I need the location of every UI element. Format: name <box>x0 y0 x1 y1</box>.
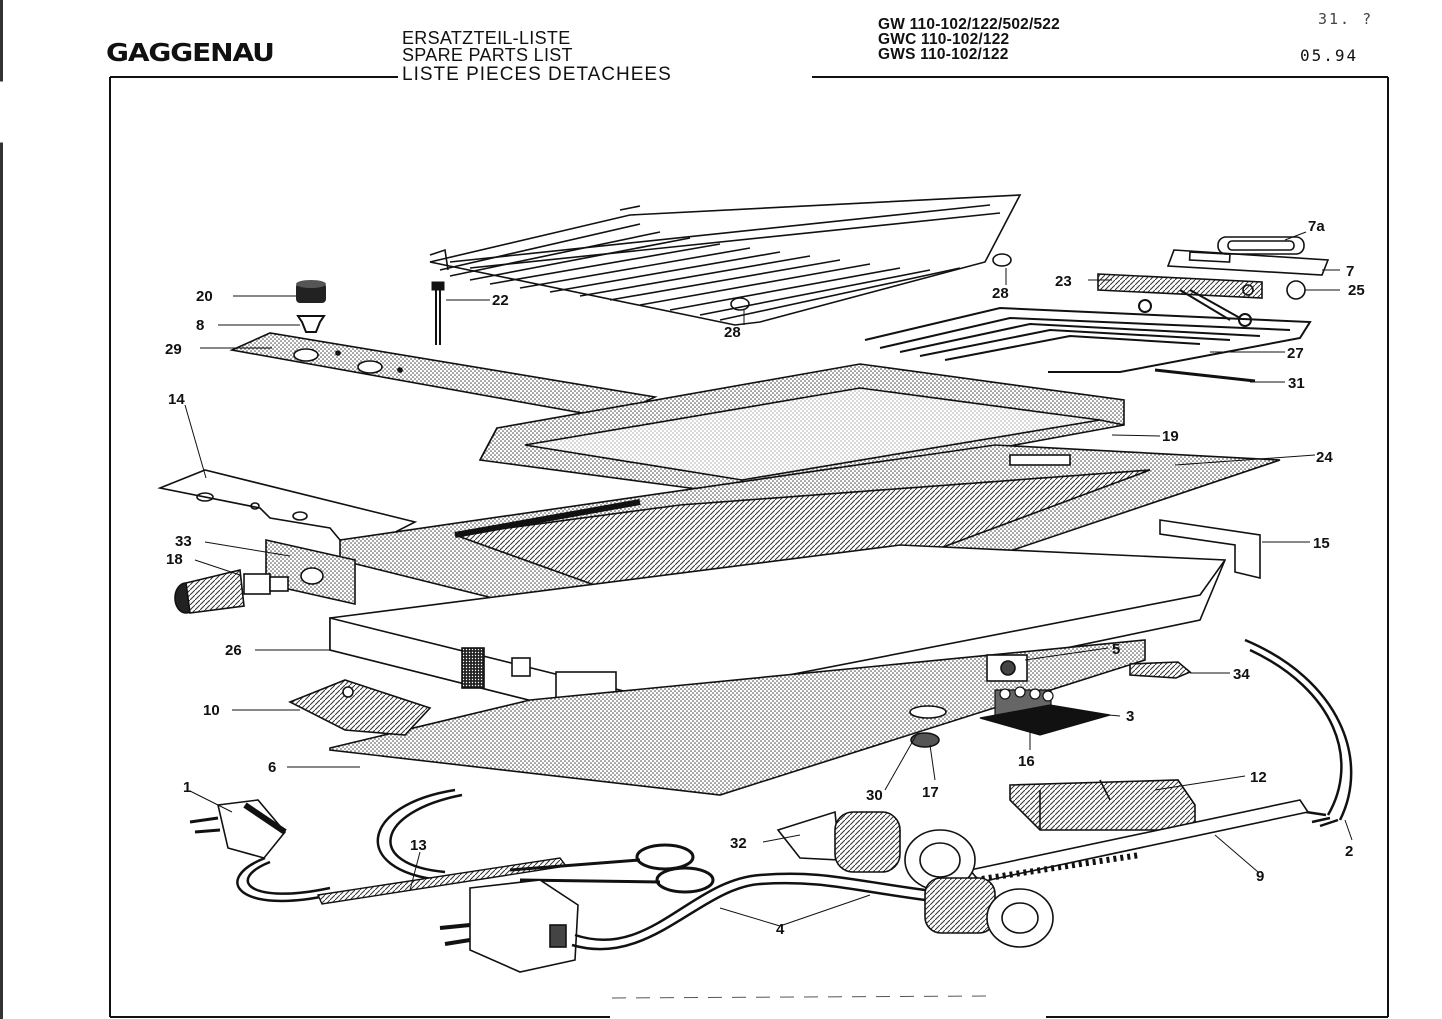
callout-28-top: 28 <box>992 285 1009 302</box>
scissors-handles <box>509 843 715 894</box>
callout-34: 34 <box>1233 666 1250 683</box>
terminal-cover <box>1009 779 1196 831</box>
coupler-socket <box>776 810 976 891</box>
gas-connector <box>174 569 289 614</box>
adapter-cable <box>571 872 926 951</box>
heater-cover-parts <box>1097 236 1330 300</box>
callout-10: 10 <box>203 702 220 719</box>
callout-25: 25 <box>1348 282 1365 299</box>
callout-30: 30 <box>866 787 883 804</box>
callout-20: 20 <box>196 288 213 305</box>
callout-16: 16 <box>1018 753 1035 770</box>
thermostat-probe <box>431 281 445 345</box>
grommet <box>910 732 940 748</box>
callout-32: 32 <box>730 835 747 852</box>
mounting-bracket-left <box>157 469 418 546</box>
callout-1: 1 <box>183 779 191 796</box>
sensor-rod <box>1154 368 1256 383</box>
power-cable <box>1244 638 1353 828</box>
callout-31: 31 <box>1288 375 1305 392</box>
brand-logo: GAGGENAU <box>106 38 275 67</box>
callout-24: 24 <box>1316 449 1333 466</box>
terminal-block <box>979 686 1111 736</box>
callout-3: 3 <box>1126 708 1134 725</box>
mounting-bracket-right <box>1159 519 1261 580</box>
callout-2: 2 <box>1345 843 1353 860</box>
knob-bushing <box>296 315 326 333</box>
callout-19: 19 <box>1162 428 1179 445</box>
title-english: SPARE PARTS LIST <box>402 45 573 65</box>
indicator-lamp <box>1129 661 1192 679</box>
drip-tray <box>478 363 1125 496</box>
cable-loop <box>236 788 463 903</box>
callout-12: 12 <box>1250 769 1267 786</box>
model-list: GW 110-102/122/502/522 GWC 110-102/122 G… <box>878 16 1060 63</box>
plug-uk <box>439 879 579 973</box>
switch <box>986 654 1028 682</box>
grill-rack <box>429 194 1022 326</box>
coupler-plug <box>924 877 1054 948</box>
title-french: LISTE PIECES DETACHEES <box>402 64 672 85</box>
callout-22: 22 <box>492 292 509 309</box>
model-line-1: GW 110-102/122/502/522 <box>878 16 1060 33</box>
heating-element <box>864 289 1312 373</box>
callout-17: 17 <box>922 784 939 801</box>
callout-6: 6 <box>268 759 276 776</box>
callout-18: 18 <box>166 551 183 568</box>
base-plate <box>329 639 1146 796</box>
callout-13: 13 <box>410 837 427 854</box>
callout-27: 27 <box>1287 345 1304 362</box>
callout-29: 29 <box>165 341 182 358</box>
leader-lines <box>184 231 1353 927</box>
control-knob <box>296 280 326 303</box>
cable-clamp <box>288 679 432 736</box>
callout-14: 14 <box>168 391 185 408</box>
date-stamp: 05.94 <box>1300 46 1359 65</box>
plug-eu <box>189 799 287 859</box>
callout-9: 9 <box>1256 868 1264 885</box>
model-line-2: GWC 110-102/122 <box>878 31 1010 48</box>
callout-15: 15 <box>1313 535 1330 552</box>
model-line-3: GWS 110-102/122 <box>878 46 1009 63</box>
scan-edge <box>0 0 3 1019</box>
callout-8: 8 <box>196 317 204 334</box>
scan-mark <box>611 995 991 999</box>
callout-labels: 1 2 3 4 5 6 7 7a 8 9 10 12 13 14 15 16 1… <box>165 218 1365 938</box>
callout-7a: 7a <box>1308 218 1325 235</box>
callout-28-bottom: 28 <box>724 324 741 341</box>
callout-4: 4 <box>776 921 785 938</box>
page-stamp: 31. ? <box>1318 10 1374 28</box>
callout-5: 5 <box>1112 641 1120 658</box>
callout-33: 33 <box>175 533 192 550</box>
control-panel <box>229 332 658 419</box>
callout-26: 26 <box>225 642 242 659</box>
callout-23: 23 <box>1055 273 1072 290</box>
page-frame <box>109 77 1389 1018</box>
callout-7: 7 <box>1346 263 1354 280</box>
document-title: ERSATZTEIL-LISTE SPARE PARTS LIST LISTE … <box>402 28 672 85</box>
title-german: ERSATZTEIL-LISTE <box>402 28 571 48</box>
